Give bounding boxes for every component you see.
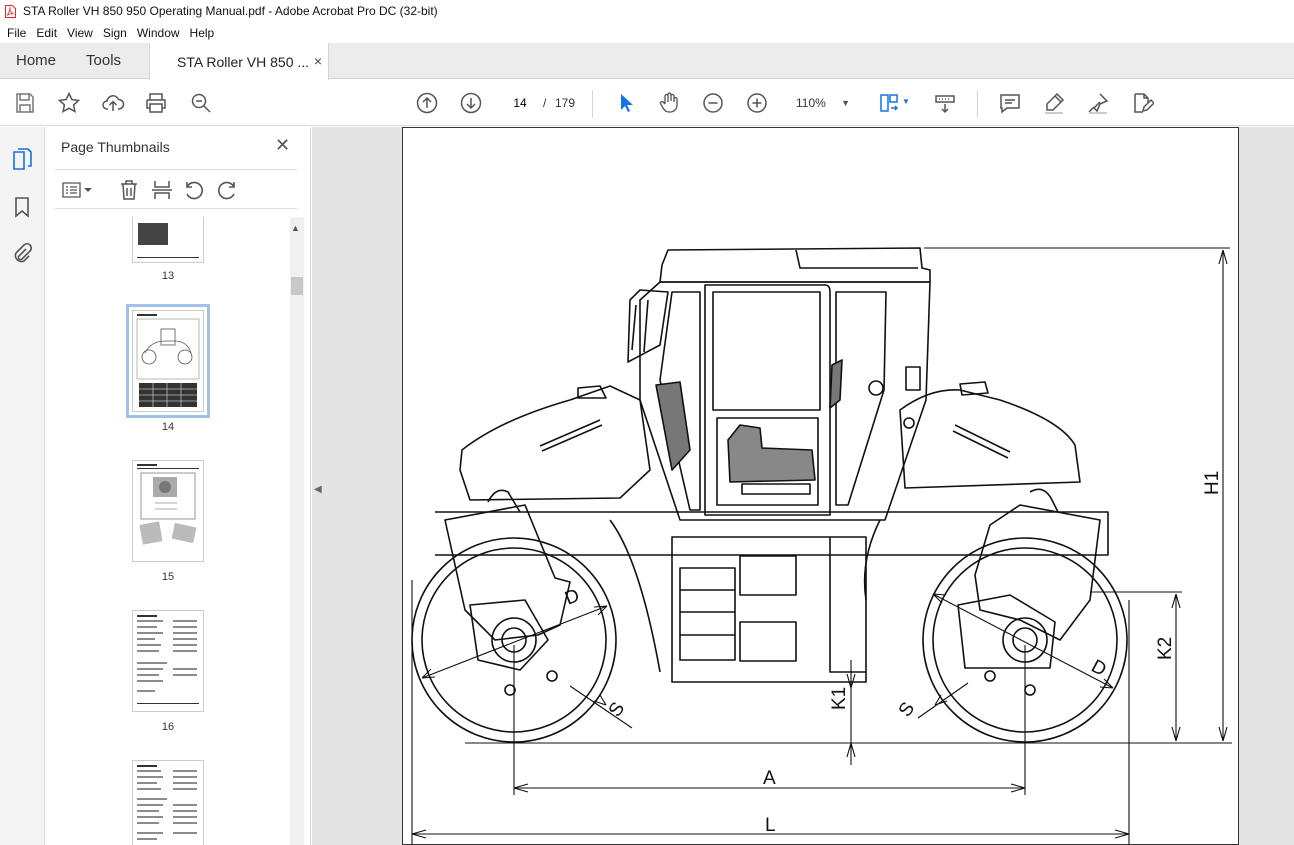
menu-sign[interactable]: Sign (102, 25, 127, 40)
tab-document[interactable]: STA Roller VH 850 ... × (149, 43, 330, 80)
thumbnail-list: 13 14 (55, 217, 287, 845)
search-zoom-icon[interactable] (188, 90, 214, 116)
thumbnail-footer-line (137, 257, 199, 258)
previous-page-icon[interactable] (414, 90, 440, 116)
zoom-value: 110% (796, 96, 826, 110)
collapse-pane-icon[interactable]: ◀ (314, 484, 322, 495)
bookmarks-icon[interactable] (10, 195, 34, 219)
zoom-out-icon[interactable] (700, 90, 726, 116)
close-pane-icon[interactable]: ✕ (275, 135, 291, 155)
delete-page-icon[interactable] (117, 178, 141, 202)
dimension-label-a: A (763, 768, 776, 789)
dimension-label-k1: K1 (829, 687, 850, 710)
thumbnail-preview (137, 765, 197, 840)
zoom-select[interactable]: 110% ▼ (788, 91, 858, 115)
thumbnail-toolbar (55, 169, 297, 209)
menu-view[interactable]: View (67, 25, 93, 40)
rotate-clockwise-icon[interactable] (216, 178, 240, 202)
chevron-down-icon: ▼ (841, 98, 850, 108)
thumbnail-page-13[interactable] (132, 217, 204, 263)
thumbnail-label: 14 (161, 421, 175, 433)
menu-edit[interactable]: Edit (36, 25, 58, 40)
thumbnail-page-14[interactable] (126, 304, 210, 418)
thumbnail-label: 16 (161, 721, 175, 733)
hand-pan-icon[interactable] (656, 90, 682, 116)
rotate-counterclockwise-icon[interactable] (181, 178, 205, 202)
total-pages: 179 (555, 96, 576, 110)
dimension-label-d-right: D (1088, 656, 1110, 681)
page-fit-dropdown-icon[interactable]: ▼ (902, 97, 910, 106)
menu-bar: File Edit View Sign Window Help (0, 22, 1294, 43)
fill-sign-icon[interactable] (1085, 90, 1111, 116)
pane-title: Page Thumbnails (61, 139, 170, 155)
scroll-mode-icon[interactable] (932, 90, 958, 116)
pdf-page: H1 K2 K1 A L D D S S (402, 127, 1239, 845)
thumbnail-page-15[interactable] (132, 460, 204, 562)
roller-dimension-drawing: H1 K2 K1 A L D D S S (411, 247, 1232, 845)
page-thumbnails-icon[interactable] (10, 147, 34, 171)
thumbnail-label: 15 (161, 571, 175, 583)
bookmark-star-icon[interactable] (56, 90, 82, 116)
tab-tools[interactable]: Tools (86, 52, 122, 69)
attachments-icon[interactable] (10, 241, 34, 265)
thumbnail-scrollbar[interactable] (290, 217, 304, 845)
edit-pdf-icon[interactable] (1129, 90, 1155, 116)
page-thumbnails-pane: Page Thumbnails ✕ 13 (45, 127, 311, 845)
dimension-label-s-right: S (895, 699, 920, 721)
main-toolbar (0, 80, 1294, 126)
tab-bar: Home Tools STA Roller VH 850 ... × (0, 43, 1294, 80)
dimension-label-l: L (765, 815, 776, 836)
menu-file[interactable]: File (7, 25, 27, 40)
close-tab-icon[interactable]: × (313, 53, 323, 69)
highlight-pen-icon[interactable] (1041, 90, 1067, 116)
thumbnail-preview (137, 464, 199, 545)
print-icon[interactable] (143, 90, 169, 116)
tab-home[interactable]: Home (16, 52, 57, 69)
window-title: STA Roller VH 850 950 Operating Manual.p… (23, 4, 438, 18)
page-separator: / (543, 96, 547, 110)
pdf-file-icon (5, 4, 16, 18)
thumbnail-options-icon[interactable] (61, 178, 95, 202)
document-tab-label: STA Roller VH 850 ... (177, 53, 310, 70)
thumbnail-preview (137, 615, 199, 704)
thumbnail-photo (138, 223, 168, 245)
zoom-in-icon[interactable] (744, 90, 770, 116)
thumbnail-page-17[interactable] (132, 760, 204, 845)
page-number-input[interactable] (502, 91, 538, 115)
share-upload-icon[interactable] (100, 90, 126, 116)
thumbnail-preview (136, 314, 200, 407)
menu-window[interactable]: Window (136, 25, 180, 40)
dimension-label-h1: H1 (1202, 471, 1223, 495)
scrollbar-thumb[interactable] (291, 277, 303, 295)
left-navigation-rail (0, 127, 45, 845)
title-bar: STA Roller VH 850 950 Operating Manual.p… (0, 0, 1294, 22)
scroll-up-icon[interactable]: ▲ (291, 223, 300, 233)
save-icon[interactable] (12, 90, 38, 116)
select-cursor-icon[interactable] (613, 90, 639, 116)
menu-help[interactable]: Help (189, 25, 215, 40)
thumbnail-label: 13 (161, 270, 175, 282)
page-fit-icon[interactable] (876, 90, 902, 116)
toolbar-divider (977, 90, 978, 118)
toolbar-divider (592, 90, 593, 118)
dimension-label-k2: K2 (1155, 637, 1176, 660)
comment-icon[interactable] (997, 90, 1023, 116)
next-page-icon[interactable] (458, 90, 484, 116)
dimension-label-s-left: S (605, 699, 630, 721)
extract-pages-icon[interactable] (150, 178, 174, 202)
thumbnail-page-16[interactable] (132, 610, 204, 712)
